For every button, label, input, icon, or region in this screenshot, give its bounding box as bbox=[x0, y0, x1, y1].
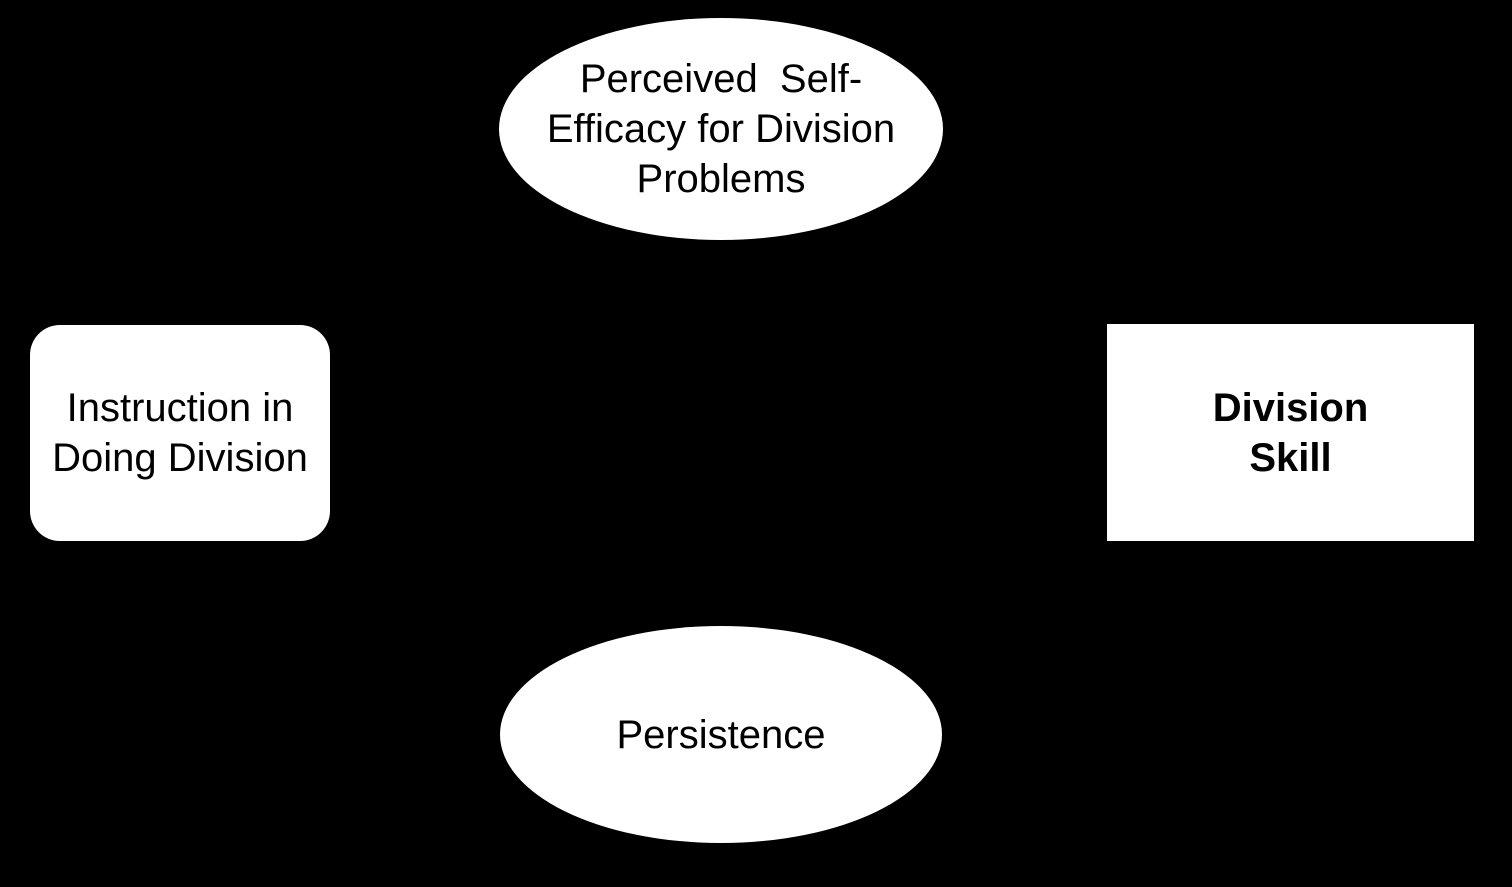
node-division-skill: Division Skill bbox=[1107, 324, 1474, 541]
node-perceived-self-efficacy: Perceived Self- Efficacy for Division Pr… bbox=[499, 18, 943, 240]
node-perceived-self-efficacy-label: Perceived Self- Efficacy for Division Pr… bbox=[546, 57, 896, 201]
node-persistence-label: Persistence bbox=[616, 712, 826, 757]
node-persistence: Persistence bbox=[500, 626, 942, 843]
node-instruction-in-doing-division: Instruction in Doing Division bbox=[30, 325, 330, 541]
node-division-skill-label: Division Skill bbox=[1212, 385, 1369, 480]
node-instruction-in-doing-division-label: Instruction in Doing Division bbox=[52, 386, 308, 480]
